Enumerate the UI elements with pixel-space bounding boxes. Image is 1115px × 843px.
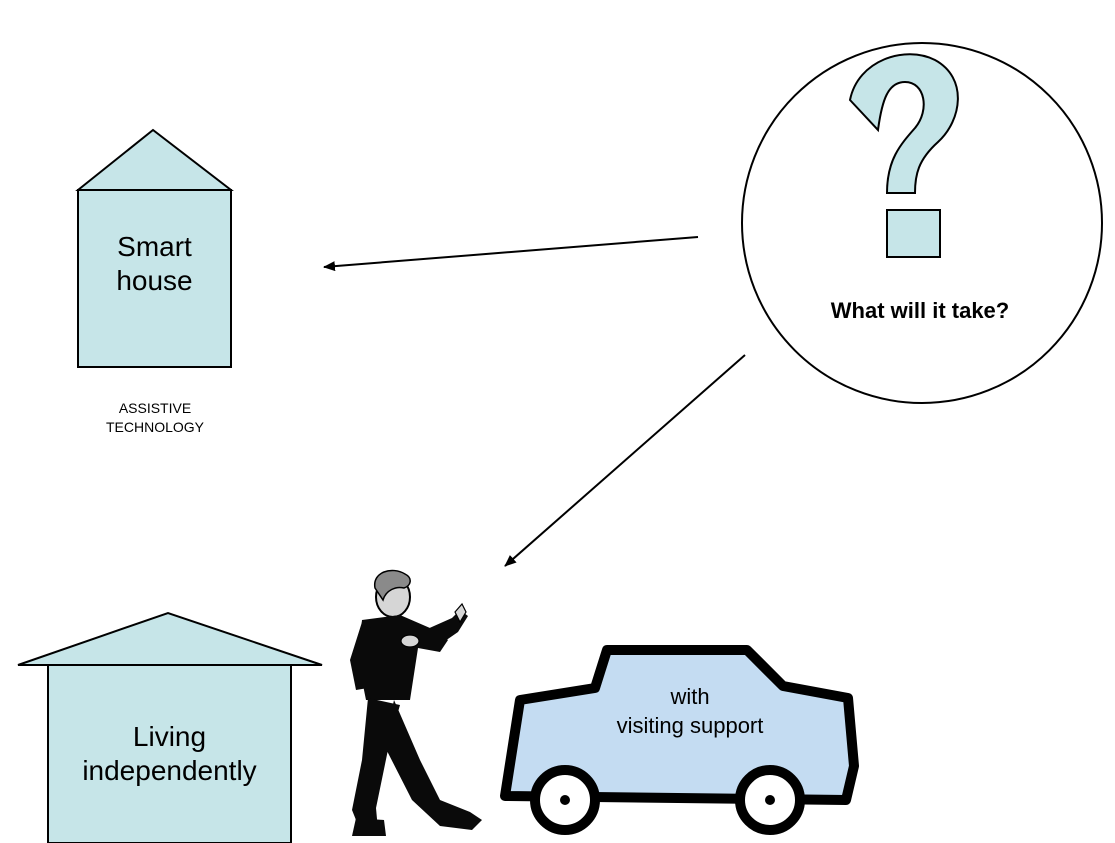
smart-house-label-line2: house	[116, 265, 193, 296]
car-label: with visiting support	[560, 682, 820, 740]
independent-house-shape	[17, 611, 323, 843]
independent-house-label-line2: independently	[82, 755, 257, 786]
question-mark-icon	[848, 53, 959, 258]
assistive-technology-line2: TECHNOLOGY	[105, 419, 204, 435]
car-label-line1: with	[670, 684, 710, 709]
arrow-to-person	[504, 354, 746, 567]
smart-house-label: Smart house	[78, 230, 231, 298]
car-label-line2: visiting support	[616, 713, 764, 738]
car-shape	[500, 645, 859, 835]
assistive-technology-line1: ASSISTIVE	[118, 400, 192, 416]
smart-house-label-line1: Smart	[117, 231, 192, 262]
person-figure	[350, 569, 482, 836]
independent-house-label: Living independently	[48, 720, 291, 788]
smart-house-shape	[75, 128, 234, 368]
arrow-to-smart-house	[323, 236, 699, 272]
question-caption: What will it take?	[830, 298, 1010, 323]
independent-house-label-line1: Living	[132, 721, 207, 752]
assistive-technology-label: ASSISTIVE TECHNOLOGY	[85, 399, 225, 437]
